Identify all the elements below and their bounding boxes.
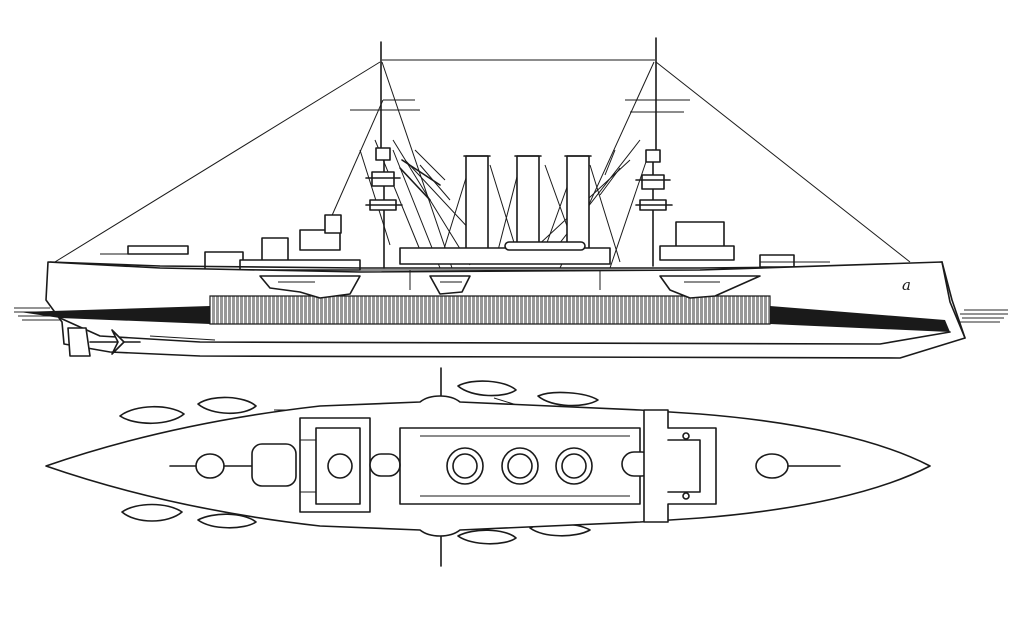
superstructure (100, 214, 830, 271)
funnel-3 (566, 155, 590, 255)
funnel-plan-3 (555, 447, 593, 485)
funnel-2 (516, 155, 540, 255)
funnel-plan-2 (501, 447, 539, 485)
funnel-1 (465, 155, 489, 255)
funnels (463, 155, 592, 255)
hull-profile (20, 261, 966, 359)
mainmast (635, 37, 673, 267)
side-elevation: a (14, 37, 1008, 359)
foremast (365, 41, 441, 269)
fore-deckhouse (643, 409, 717, 523)
deck-plan (45, 367, 931, 567)
aft-turret (169, 453, 261, 479)
fore-turret (755, 453, 841, 479)
aft-deckhouse (251, 417, 371, 513)
funnel-plan-1 (446, 447, 484, 485)
hull-mark: a (902, 276, 911, 294)
